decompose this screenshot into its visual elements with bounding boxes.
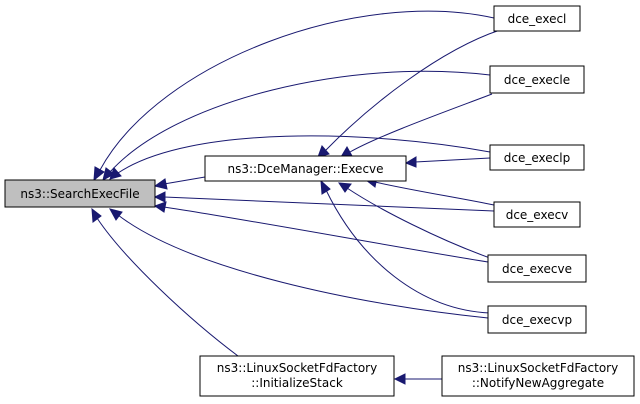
node-box [4,179,156,208]
edge-execve-fn-to-dcemanager [346,187,491,259]
arrowhead-initializestack-from-notifynewaggregate [393,373,406,385]
edge-execle-to-searchexecfile [109,70,491,173]
edge-initializestack-to-searchexecfile [96,217,239,357]
node-dce-execle[interactable]: dce_execle [489,65,585,94]
arrowhead-searchexecfile-from-initializestack [91,207,102,223]
edge-execl-to-searchexecfile [99,10,495,171]
node-label: ns3::DceManager::Execve [227,162,383,176]
arrowhead-searchexecfile-from-execve [153,178,168,190]
node-search-exec-file[interactable]: ns3::SearchExecFile [4,179,156,208]
arrowhead-dcemanager-from-execve-fn [338,182,352,193]
node-label: dce_execv [506,208,569,222]
node-dce-execvp[interactable]: dce_execvp [487,305,587,334]
arrowhead-searchexecfile-from-execlp [109,167,122,180]
node-dce-execlp[interactable]: dce_execlp [489,144,585,171]
node-label: dce_execl [508,12,567,26]
edge-execle-to-dcemanager [349,93,493,153]
node-dce-execv[interactable]: dce_execv [493,201,581,228]
arrowhead-dcemanager-from-execlp [404,156,417,168]
node-box [204,155,407,182]
edges [91,10,501,385]
node-label: dce_execlp [504,151,570,165]
edge-execvp-to-searchexecfile [117,214,489,319]
node-dce-execl[interactable]: dce_execl [493,5,581,32]
node-label: ns3::SearchExecFile [20,187,139,201]
edge-execlp-to-searchexecfile [117,135,491,174]
edge-execv-to-dcemanager [374,181,495,206]
node-label-line2: ::NotifyNewAggregate [472,376,604,390]
node-box [487,254,587,283]
node-notify-new-aggregate[interactable]: ns3::LinuxSocketFdFactory ::NotifyNewAgg… [441,355,635,397]
edge-execv-to-searchexecfile [163,196,495,212]
edge-execl-to-dcemanager [325,29,501,151]
arrowhead-searchexecfile-from-execve-fn [153,201,167,213]
arrowhead-dcemanager-from-execl [317,145,330,158]
node-label: dce_execvp [502,313,572,327]
node-box [489,65,585,94]
edge-execve-to-searchexecfile [163,176,206,185]
arrowhead-searchexecfile-from-execvp [109,208,123,221]
node-box [441,355,635,397]
edge-execvp-to-dcemanager [325,189,491,314]
node-label-line1: ns3::LinuxSocketFdFactory [458,361,618,375]
node-dce-execve[interactable]: dce_execve [487,254,587,283]
edge-execlp-to-dcemanager [414,157,491,163]
node-box [489,144,585,171]
node-dce-manager-execve[interactable]: ns3::DceManager::Execve [204,155,407,182]
node-box [487,305,587,334]
node-initialize-stack[interactable]: ns3::LinuxSocketFdFactory ::InitializeSt… [199,355,395,397]
arrowhead-dcemanager-from-execvp [320,179,331,195]
node-box [493,5,581,32]
edge-execve-fn-to-searchexecfile [163,206,489,263]
node-box [199,355,395,397]
arrowhead-searchexecfile-from-execl [93,166,105,182]
node-label-line1: ns3::LinuxSocketFdFactory [217,361,377,375]
arrowhead-searchexecfile-from-execle [102,167,115,181]
arrowhead-searchexecfile-from-execv [153,191,166,203]
node-label-line2: ::InitializeStack [251,376,343,390]
node-label: dce_execve [502,262,572,276]
node-label: dce_execle [504,73,570,87]
node-box [493,201,581,228]
